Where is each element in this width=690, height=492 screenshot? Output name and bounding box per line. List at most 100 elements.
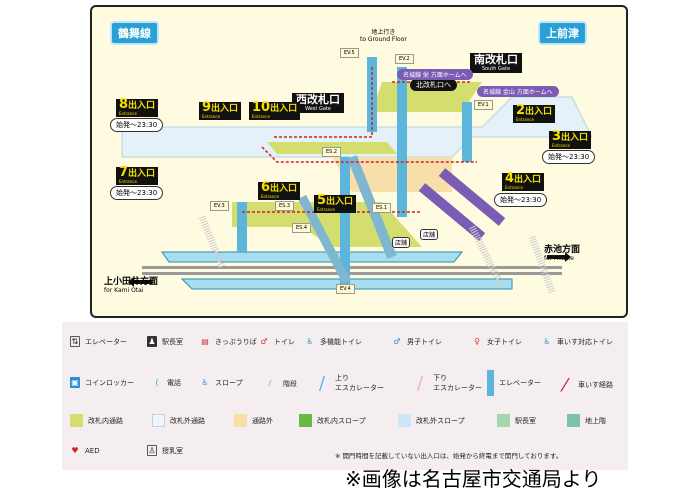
exit-7-hours: 始発～23:30 — [110, 186, 164, 200]
shop-label: 店舗 — [392, 237, 411, 248]
swatch-office-area — [497, 414, 510, 427]
track — [142, 266, 562, 269]
ticket-icon: ▤ — [201, 337, 209, 346]
elevator-ev2 — [397, 67, 407, 217]
ev1-label: EV.1 — [474, 100, 493, 110]
platform-upper — [161, 251, 464, 263]
north-gate-link: 北改札口へ — [410, 79, 457, 91]
women-toilet-icon: ♀ — [474, 337, 480, 346]
track — [142, 272, 562, 275]
es4-label: ES.4 — [292, 223, 312, 233]
meijo-kanayama-label: 名城線 金山 方面ホームへ — [477, 86, 559, 97]
phone-icon: ( — [155, 378, 159, 387]
toilet-icon: ♂ — [260, 337, 268, 346]
legend-elevator: ⇅エレベーター — [70, 336, 127, 347]
legend-slope: ♿スロープ — [201, 378, 243, 387]
elevator-ev1 — [462, 102, 472, 162]
legend-wheelchair-route: ⁄車いす経路 — [557, 374, 613, 396]
legend-outer-slope: 改札外スロープ — [398, 414, 465, 427]
ev5-label: EV.5 — [340, 48, 359, 58]
meijo-bar — [438, 168, 506, 226]
legend-toilet: ♂トイレ — [260, 337, 295, 346]
meijo-bar — [418, 183, 486, 241]
legend-up-escalator: /上り エスカレーター — [314, 372, 384, 394]
shop-label: 店舗 — [420, 229, 439, 240]
swatch-non-passage — [234, 414, 247, 427]
legend-note: ※ 開門時間を記載していない出入口は、始発から終電まで開門しております。 — [335, 452, 563, 460]
legend-stairs: ⫽階段 — [262, 374, 297, 394]
es1-label: ES.1 — [372, 203, 392, 213]
down-escalator-icon: / — [416, 372, 424, 394]
legend-inner-slope: 改札内スロープ — [299, 414, 366, 427]
legend-office-area: 駅長室 — [497, 414, 536, 427]
legend-non-passage: 通路外 — [234, 414, 273, 427]
stairs — [198, 215, 556, 294]
men-toilet-icon: ♂ — [393, 337, 401, 346]
stairs-icon: ⫽ — [268, 379, 272, 388]
es3-label: ES.3 — [275, 201, 295, 211]
legend-down-escalator: /下り エスカレーター — [412, 372, 482, 394]
exit-3-hours: 始発～23:30 — [542, 150, 596, 164]
map-drawing — [121, 57, 593, 294]
elevator-ev3 — [237, 202, 247, 252]
up-escalator-icon: / — [318, 372, 326, 394]
swatch-ground-floor — [567, 414, 580, 427]
legend-wheelchair-toilet: ♿車いす対応トイレ — [543, 337, 613, 346]
ev3-label: EV.3 — [210, 201, 229, 211]
wheelchair-icon: ♿ — [543, 337, 551, 346]
legend-station-office: ♟駅長室 — [147, 336, 183, 347]
legend-multi-toilet: ♿多機能トイレ — [306, 337, 362, 346]
legend-nursing-room: ♙授乳室 — [147, 445, 183, 456]
elevator-shaft-icon — [487, 370, 494, 396]
escalator — [298, 194, 351, 285]
arrow-right-icon — [565, 252, 571, 262]
swatch-outer-passage — [152, 414, 165, 427]
exit-4-hours: 始発～23:30 — [494, 193, 548, 207]
legend-outer-passage: 改札外通路 — [152, 414, 205, 427]
legend-aed: ♥AED — [71, 446, 100, 455]
station-badge-kamimaezu: 上前津 — [538, 21, 587, 45]
elevator-icon: ⇅ — [70, 336, 80, 347]
ev4-label: EV.4 — [336, 284, 355, 294]
legend-phone: (電話 — [152, 377, 181, 388]
legend-ground-floor: 地上階 — [567, 414, 606, 427]
line-badge-tsurumai: 鶴舞線 — [110, 21, 159, 45]
swatch-inner-passage — [70, 414, 83, 427]
station-master-icon: ♟ — [147, 336, 157, 347]
locker-icon: ▣ — [70, 377, 80, 388]
ev2-label: EV.2 — [395, 54, 414, 64]
nursing-room-icon: ♙ — [147, 445, 157, 456]
source-caption: ※画像は名古屋市交通局より — [345, 467, 602, 491]
legend-ticket: ▤きっぷうりば — [201, 337, 257, 346]
legend-locker: ▣コインロッカー — [70, 377, 134, 388]
outer-concourse — [121, 96, 593, 158]
legend: ⇅エレベーター ♟駅長室 ▤きっぷうりば ♂トイレ ♿多機能トイレ ♂男子トイレ… — [62, 322, 628, 470]
slope-icon: ♿ — [201, 378, 209, 387]
meijo-sakae-label: 名城線 栄 方面ホームへ — [397, 69, 473, 80]
swatch-inner-slope — [299, 414, 312, 427]
es2-label: ES.2 — [322, 147, 342, 157]
legend-men-toilet: ♂男子トイレ — [393, 337, 442, 346]
swatch-outer-slope — [398, 414, 411, 427]
aed-icon: ♥ — [71, 446, 79, 455]
legend-inner-passage: 改札内通路 — [70, 414, 123, 427]
elevator-ev4 — [340, 157, 350, 287]
arrow-left-icon — [128, 277, 134, 287]
legend-women-toilet: ♀女子トイレ — [472, 336, 522, 347]
exit-8-hours: 始発～23:30 — [110, 118, 164, 132]
